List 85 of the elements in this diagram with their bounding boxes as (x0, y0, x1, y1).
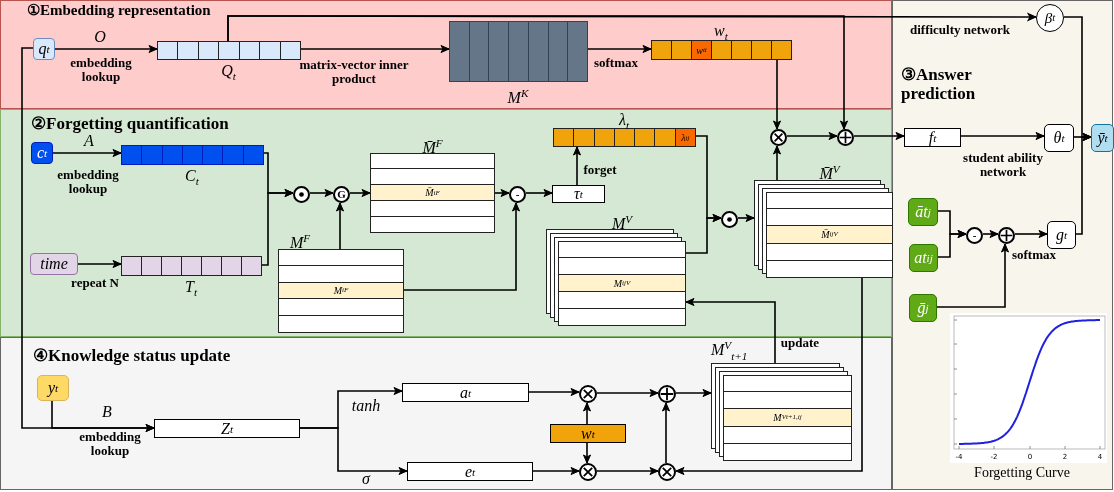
section-title: ③Answer prediction (901, 65, 977, 103)
section-panel (0, 337, 892, 490)
edge-label: B (102, 403, 112, 421)
multiply-operator (770, 129, 787, 146)
dot-operator (293, 186, 310, 203)
section-title: ①Embedding representation (27, 1, 212, 20)
arrow (773, 59, 781, 130)
math-label: M$^{F}$ (290, 231, 311, 249)
multiply-operator (579, 385, 597, 403)
arrow (937, 230, 967, 258)
gate-operator: G (333, 186, 350, 203)
annotation-label: embedding lookup (69, 55, 133, 85)
edge-label: difficulty network (910, 22, 1010, 38)
arrow (583, 442, 591, 464)
edge-label: update (780, 335, 820, 351)
math-label: λ$_{t}$ (617, 111, 630, 128)
edge-label: A (84, 132, 94, 150)
arrow (1075, 133, 1092, 235)
edge-label: matrix-vector inner product (298, 57, 410, 87)
multiply-operator (658, 463, 676, 481)
arrow (528, 388, 580, 396)
multiply-operator (579, 463, 597, 481)
section-panel (0, 109, 892, 337)
arrow (51, 400, 155, 432)
subtract-operator: - (509, 186, 526, 203)
arrow (596, 389, 659, 397)
arrow (54, 45, 158, 53)
math-label: w$_{t}$ (713, 21, 729, 40)
arrow (662, 402, 670, 464)
arrow (685, 214, 722, 254)
math-label: M$^{K}$ (506, 86, 530, 104)
edge-label: repeat N (71, 275, 119, 291)
arrow (227, 15, 848, 130)
add-operator (998, 227, 1015, 244)
edge-label: student ability network (963, 150, 1043, 180)
math-label: M$^{V}$ (610, 212, 634, 229)
annotation-label: embedding lookup (56, 167, 120, 197)
section-title: ④Knowledge status update (33, 346, 232, 365)
math-label: Q$_{t}$ (220, 61, 237, 82)
arrow (525, 189, 553, 197)
arrow (349, 189, 371, 197)
arrow (573, 146, 581, 186)
variable-box: time (30, 253, 78, 275)
arrow (1014, 230, 1048, 238)
math-label: M̄$^{V}$ (818, 162, 842, 180)
math-label: C$_{t}$ (184, 166, 200, 187)
arrow (52, 149, 122, 157)
arrow (773, 145, 781, 181)
arrow (494, 189, 510, 197)
arrow (596, 467, 659, 475)
arrow (982, 230, 999, 238)
edge-label: softmax (1012, 247, 1056, 263)
edge-label: tanh (351, 397, 381, 415)
add-operator (837, 129, 854, 146)
dot-operator (721, 211, 738, 228)
edge-label: forget (583, 162, 617, 178)
arrow (586, 45, 652, 53)
add-operator (658, 385, 676, 403)
arrow (786, 132, 838, 140)
arrow (675, 277, 863, 475)
edge-label: softmax (594, 55, 638, 71)
arrow (403, 202, 520, 291)
arrow (309, 189, 334, 197)
math-label: M̄$^{F}$ (421, 136, 444, 153)
section-panel (0, 0, 892, 109)
arrow (936, 243, 1009, 308)
edge-label: O (94, 28, 106, 46)
arrow (675, 389, 712, 397)
edge-label: σ (362, 470, 370, 488)
section-title: ②Forgetting quantification (31, 114, 230, 133)
arrow (532, 467, 580, 475)
arrow (336, 202, 344, 250)
subtract-operator: - (966, 227, 983, 244)
arrow (685, 298, 776, 364)
arrow (583, 402, 591, 425)
arrow (737, 214, 755, 222)
chart-caption: Forgetting Curve (974, 465, 1070, 481)
annotation-label: embedding lookup (78, 429, 142, 459)
arrow (299, 427, 408, 475)
arrow (853, 132, 905, 140)
math-label: T$_{t}$ (184, 277, 198, 298)
arrow (77, 260, 122, 268)
arrow (960, 132, 1045, 140)
arrow (260, 189, 294, 266)
arrow (299, 45, 450, 53)
